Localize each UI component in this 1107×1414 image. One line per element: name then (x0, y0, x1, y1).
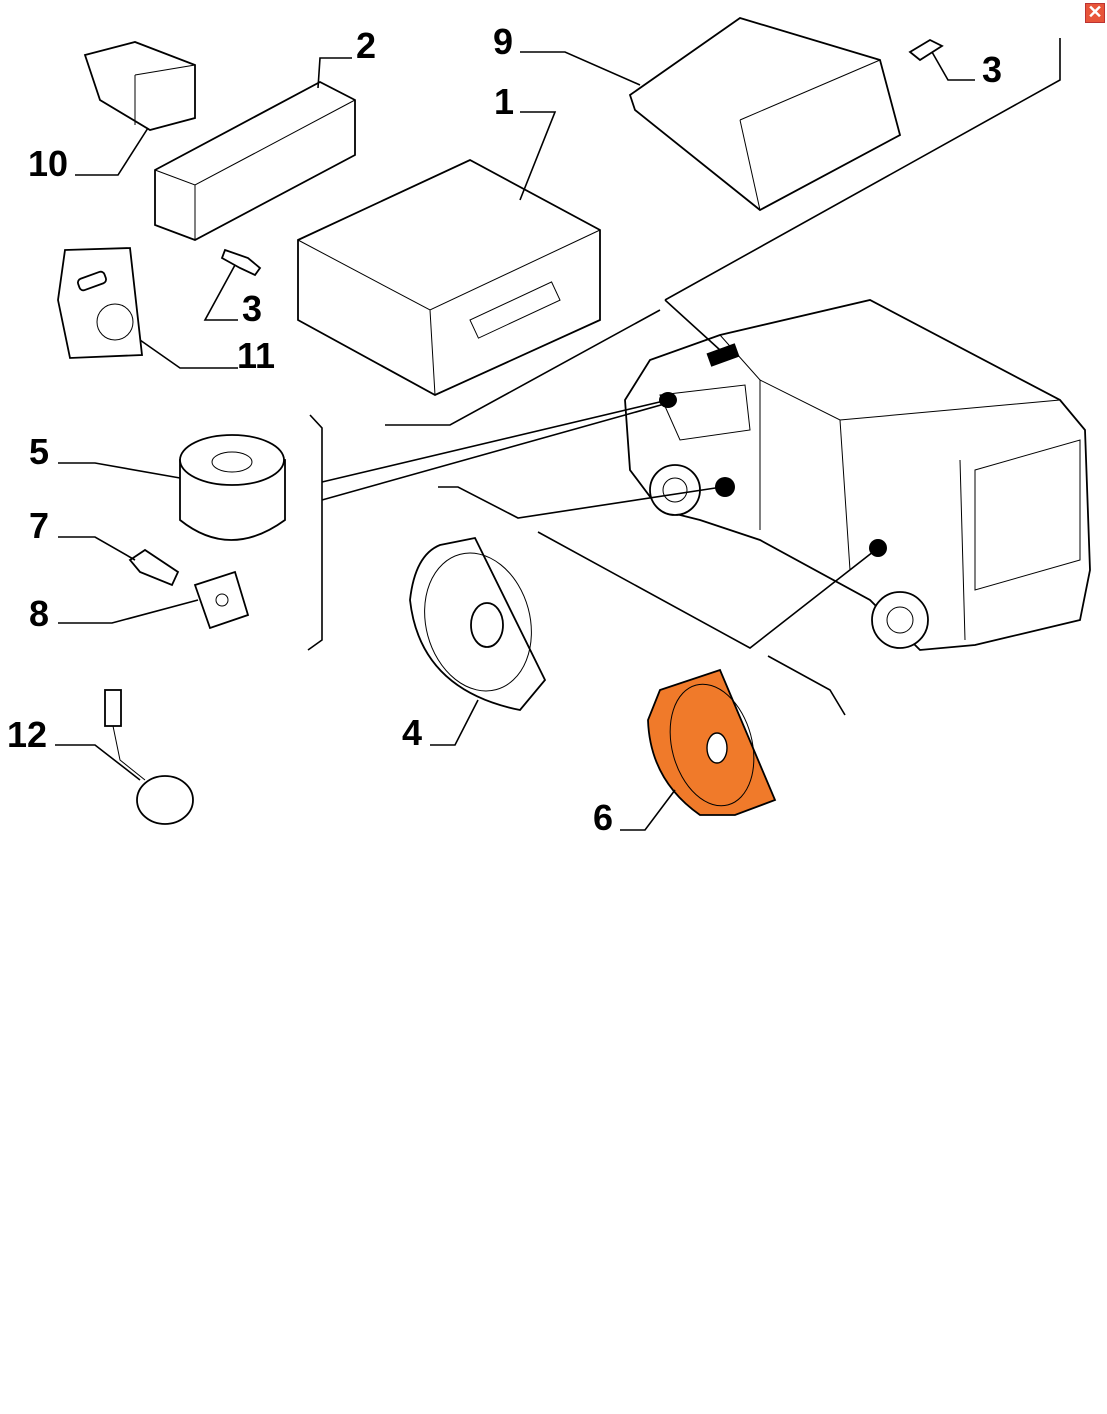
part-radio-frame (154, 80, 356, 241)
close-icon: ✕ (1087, 2, 1103, 22)
callout-7: 7 (29, 505, 49, 546)
part-tweeter (179, 434, 286, 541)
part-radio-unit-alt (628, 17, 902, 212)
part-clip (193, 570, 250, 630)
callout-12: 12 (7, 714, 47, 755)
callout-5: 5 (29, 431, 49, 472)
parts-diagram: 2 9 3 1 10 3 11 5 7 8 12 4 6 (7, 17, 1091, 838)
part-radio-unit (297, 158, 601, 397)
callout-11: 11 (237, 335, 275, 376)
callout-3-top: 3 (982, 49, 1002, 90)
part-antenna-cable (104, 689, 194, 825)
part-screw-mid (220, 248, 262, 277)
callout-4: 4 (402, 712, 422, 753)
callout-9: 9 (493, 21, 513, 62)
part-connector (83, 41, 196, 131)
close-button[interactable]: ✕ (1085, 3, 1105, 23)
callout-1: 1 (494, 81, 514, 122)
part-rear-speaker-highlighted (647, 668, 777, 816)
callout-10: 10 (28, 143, 68, 184)
callout-6: 6 (593, 797, 613, 838)
part-screw-top (908, 38, 944, 62)
callout-8: 8 (29, 593, 49, 634)
callout-2: 2 (356, 25, 376, 66)
part-door-speaker (409, 536, 547, 711)
part-kit-bag (57, 247, 144, 359)
speaker-location-front-door (715, 477, 735, 497)
part-bolt (128, 548, 180, 587)
callout-3-mid: 3 (242, 288, 262, 329)
van-illustration (624, 299, 1091, 651)
